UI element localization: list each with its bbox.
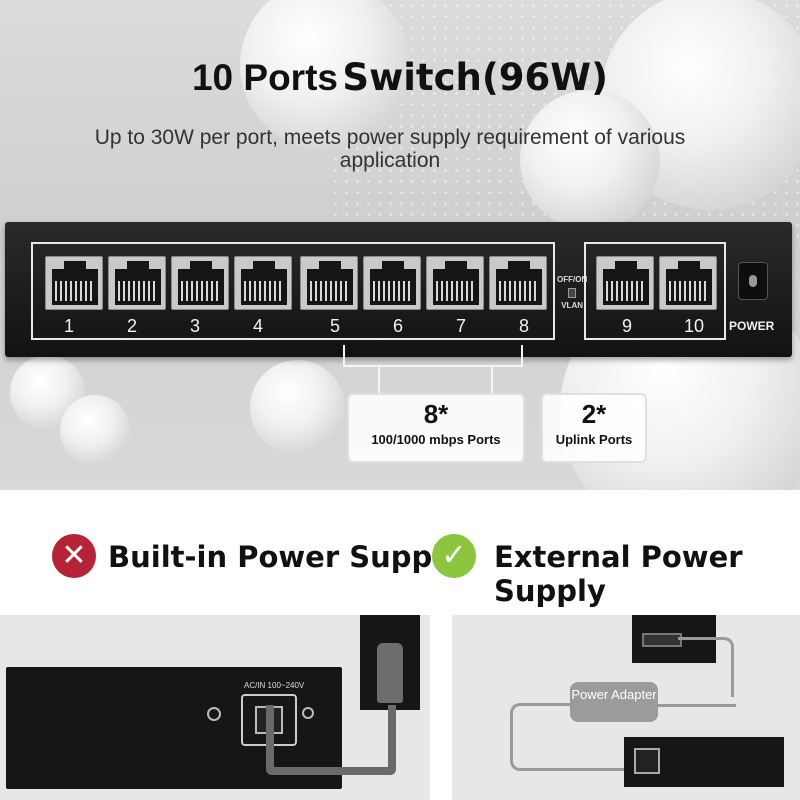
vlan-state-label: OFF/ON	[557, 275, 588, 284]
external-power-panel: Power Adapter	[452, 615, 800, 800]
switch-front-panel: 1 2 3 4 5 6 7 8 OFF/ON VLAN 9 10 POWER	[5, 222, 792, 357]
comparison-band: ✕ Built-in Power Supply ✓ External Power…	[0, 490, 800, 615]
check-icon: ✓	[432, 534, 476, 578]
plug-icon	[377, 643, 403, 703]
callout-main-ports: 8* 100/1000 mbps Ports	[347, 393, 525, 463]
screw-icon	[302, 707, 314, 719]
ac-spec-label: AC/IN 100~240V	[244, 681, 305, 690]
callout-uplink-ports: 2* Uplink Ports	[541, 393, 647, 463]
power-adapter: Power Adapter	[570, 682, 658, 722]
port-number: 5	[329, 316, 340, 336]
port-number: 6	[392, 316, 403, 336]
port-number: 9	[621, 316, 632, 336]
background-bubble	[250, 360, 345, 455]
cable	[510, 703, 572, 763]
ethernet-port-icon	[300, 256, 358, 310]
title-ports: 10 Ports	[191, 57, 338, 98]
port-group-main: 1 2 3 4 5 6 7 8	[31, 242, 555, 340]
toggle-icon	[568, 288, 577, 298]
ethernet-port-icon	[171, 256, 229, 310]
callout-desc: 100/1000 mbps Ports	[371, 432, 501, 447]
background-bubble	[240, 0, 410, 150]
title-switch: Switch(96W)	[342, 56, 609, 99]
port-number: 8	[518, 316, 529, 336]
power-cord	[266, 705, 396, 775]
vlan-switch[interactable]: OFF/ON VLAN	[557, 274, 587, 312]
cable	[510, 761, 630, 771]
builtin-power-panel: AC/IN 100~240V	[0, 615, 430, 800]
callout-count: 2*	[581, 399, 607, 429]
ethernet-port-icon	[426, 256, 484, 310]
bracket-line	[378, 367, 493, 395]
vlan-label: VLAN	[561, 301, 583, 310]
cable	[678, 637, 734, 697]
power-label: POWER	[729, 319, 775, 333]
plug-icon	[642, 633, 682, 647]
ethernet-port-icon	[108, 256, 166, 310]
dc-jack-icon	[634, 748, 660, 774]
callout-count: 8*	[423, 399, 449, 429]
callout-desc: Uplink Ports	[555, 432, 633, 447]
good-option-label: External Power Supply	[494, 540, 743, 608]
port-number: 4	[252, 316, 263, 336]
x-icon: ✕	[52, 534, 96, 578]
background-bubble	[60, 395, 130, 465]
ethernet-port-icon	[45, 256, 103, 310]
port-number: 2	[126, 316, 137, 336]
port-number: 7	[455, 316, 466, 336]
ethernet-port-icon	[234, 256, 292, 310]
ethernet-port-icon	[489, 256, 547, 310]
ethernet-port-icon	[363, 256, 421, 310]
page-title: 10 Ports Switch(96W)	[0, 56, 800, 99]
hero-section: 10 Ports Switch(96W) Up to 30W per port,…	[0, 0, 800, 490]
bad-option-label: Built-in Power Supply	[108, 540, 462, 574]
ground-icon	[207, 707, 221, 721]
background-bubble	[520, 90, 660, 230]
port-number: 10	[683, 316, 705, 336]
ethernet-port-icon	[659, 256, 717, 310]
cable	[658, 693, 736, 707]
ethernet-port-icon	[596, 256, 654, 310]
port-number: 3	[189, 316, 200, 336]
page-subtitle: Up to 30W per port, meets power supply r…	[94, 126, 686, 172]
port-number: 1	[63, 316, 74, 336]
port-group-uplink: 9 10	[584, 242, 726, 340]
power-jack-icon	[738, 262, 768, 300]
bracket-line	[343, 345, 523, 367]
